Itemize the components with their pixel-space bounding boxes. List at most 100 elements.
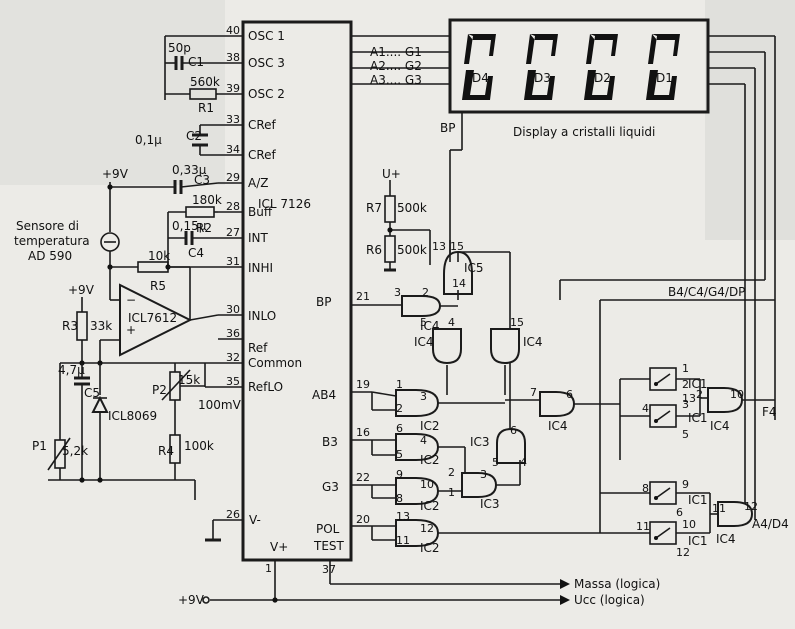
svg-text:7: 7 bbox=[530, 386, 537, 399]
svg-text:11: 11 bbox=[712, 502, 726, 515]
svg-text:5: 5 bbox=[682, 428, 689, 441]
pin-number: 16 bbox=[356, 426, 370, 439]
gate-ic3-a: 2 1 3 IC3 bbox=[448, 466, 520, 511]
svg-text:13: 13 bbox=[432, 240, 446, 253]
svg-text:33k: 33k bbox=[90, 319, 112, 333]
svg-text:100mV: 100mV bbox=[198, 398, 242, 412]
pin-label: AB4 bbox=[312, 388, 336, 402]
svg-text:5,2k: 5,2k bbox=[62, 444, 88, 458]
bus-label: B4/C4/G4/DP bbox=[668, 285, 745, 299]
oscillator-network: 50p C1 560k R1 bbox=[164, 35, 220, 115]
svg-text:1: 1 bbox=[448, 486, 455, 499]
svg-text:R2: R2 bbox=[196, 221, 212, 235]
svg-text:180k: 180k bbox=[192, 193, 222, 207]
gate-ic2-a: 1 2 3 IC2 bbox=[371, 378, 505, 433]
svg-text:IC1: IC1 bbox=[688, 411, 708, 425]
svg-text:50p: 50p bbox=[168, 41, 191, 55]
svg-text:5: 5 bbox=[492, 456, 499, 469]
opamp-section: 10k R5 − + ICL7612 bbox=[99, 249, 219, 363]
svg-text:13: 13 bbox=[682, 392, 696, 405]
pin-number: 39 bbox=[226, 82, 240, 95]
svg-text:R7: R7 bbox=[366, 201, 382, 215]
svg-text:2: 2 bbox=[422, 286, 429, 299]
rail-ucc: Ucc (logica) bbox=[574, 593, 645, 607]
digit-label: D3 bbox=[534, 71, 551, 85]
potentiometer-icon bbox=[161, 369, 191, 401]
pin-label: A/Z bbox=[248, 176, 268, 190]
svg-text:IC2: IC2 bbox=[420, 453, 440, 467]
pin-label: Buff bbox=[248, 205, 273, 219]
pin-number: 21 bbox=[356, 290, 370, 303]
pin-label: Ref bbox=[248, 341, 268, 355]
svg-text:6: 6 bbox=[510, 424, 517, 437]
pin-number: 31 bbox=[226, 255, 240, 268]
svg-text:1: 1 bbox=[396, 378, 403, 391]
svg-text:5: 5 bbox=[396, 448, 403, 461]
svg-text:4: 4 bbox=[420, 434, 427, 447]
gate-ic4-c: 15 IC4 bbox=[490, 316, 543, 395]
svg-text:R1: R1 bbox=[198, 101, 214, 115]
svg-text:R4: R4 bbox=[158, 444, 174, 458]
svg-text:14: 14 bbox=[452, 277, 466, 290]
bias-section: +9V R3 33k 4,7µ C5 ICL8069 P1 5,2k bbox=[32, 283, 205, 483]
svg-text:2: 2 bbox=[682, 378, 689, 391]
svg-text:560k: 560k bbox=[190, 75, 220, 89]
svg-text:C1: C1 bbox=[188, 55, 204, 69]
reference-capacitor: 0,1µ C2 bbox=[135, 124, 218, 156]
zener-diode-icon bbox=[91, 395, 109, 413]
svg-text:C3: C3 bbox=[194, 173, 210, 187]
pin-label: OSC 3 bbox=[248, 56, 285, 70]
pin-number: 22 bbox=[356, 471, 370, 484]
gate-ic2-b: 6 4 5 IC2 bbox=[371, 422, 466, 478]
arrow-right-icon bbox=[560, 595, 570, 605]
pin-number: 34 bbox=[226, 143, 240, 156]
gate-ic2-c: 9 10 8 IC2 bbox=[371, 468, 465, 513]
svg-text:6: 6 bbox=[396, 422, 403, 435]
bg-panel-left bbox=[0, 0, 225, 185]
svg-text:C4: C4 bbox=[188, 246, 204, 260]
svg-text:15: 15 bbox=[450, 240, 464, 253]
svg-text:2: 2 bbox=[396, 402, 403, 415]
svg-text:C5: C5 bbox=[84, 386, 100, 400]
rail-massa: Massa (logica) bbox=[574, 577, 660, 591]
svg-text:10: 10 bbox=[420, 478, 434, 491]
svg-text:3: 3 bbox=[420, 390, 427, 403]
svg-text:IC3: IC3 bbox=[480, 497, 500, 511]
display-bp-label: BP bbox=[440, 121, 455, 135]
svg-text:11: 11 bbox=[636, 520, 650, 533]
gate-ic4-a: 3 2 IC4 bbox=[380, 286, 458, 333]
svg-text:11: 11 bbox=[396, 534, 410, 547]
gate-ic4-e: 2 10 IC4 F4 bbox=[696, 387, 777, 433]
pin-label: CRef bbox=[248, 118, 277, 132]
svg-text:R5: R5 bbox=[150, 279, 166, 293]
digit-label: D4 bbox=[472, 71, 489, 85]
svg-text:100k: 100k bbox=[184, 439, 214, 453]
svg-text:12: 12 bbox=[676, 546, 690, 559]
pin-label: TEST bbox=[313, 539, 345, 553]
arrow-right-icon bbox=[560, 579, 570, 589]
svg-text:R6: R6 bbox=[366, 243, 382, 257]
svg-text:12: 12 bbox=[744, 500, 758, 513]
segment-line-1: A1.... G1 bbox=[370, 45, 422, 59]
svg-text:1: 1 bbox=[682, 362, 689, 375]
sensor-section: +9V Sensore di temperatura AD 590 bbox=[14, 167, 129, 267]
pin-label: OSC 2 bbox=[248, 87, 285, 101]
svg-text:ICL8069: ICL8069 bbox=[108, 409, 157, 423]
reference-divider: P2 15k 100mV R4 100k bbox=[152, 363, 242, 542]
output-f4: F4 bbox=[762, 405, 777, 419]
svg-text:IC2: IC2 bbox=[420, 541, 440, 555]
digit-label: D2 bbox=[594, 71, 611, 85]
icl7126-right-pins: 21 BP 19 AB4 16 B3 22 G3 20 POL TEST 37 … bbox=[265, 290, 380, 600]
pin-label: G3 bbox=[322, 480, 339, 494]
pin-label: INHI bbox=[248, 261, 273, 275]
pin-number: 20 bbox=[356, 513, 370, 526]
svg-text:IC4: IC4 bbox=[710, 419, 730, 433]
svg-text:2: 2 bbox=[448, 466, 455, 479]
output-a4d4: A4/D4 bbox=[752, 517, 789, 531]
integrator-components: 0,33µ C3 180k R2 0,15µ C4 bbox=[110, 163, 222, 267]
pin-label: OSC 1 bbox=[248, 29, 285, 43]
svg-text:IC3: IC3 bbox=[470, 435, 490, 449]
pin-number: 30 bbox=[226, 303, 240, 316]
svg-text:0,15µ: 0,15µ bbox=[172, 219, 207, 233]
